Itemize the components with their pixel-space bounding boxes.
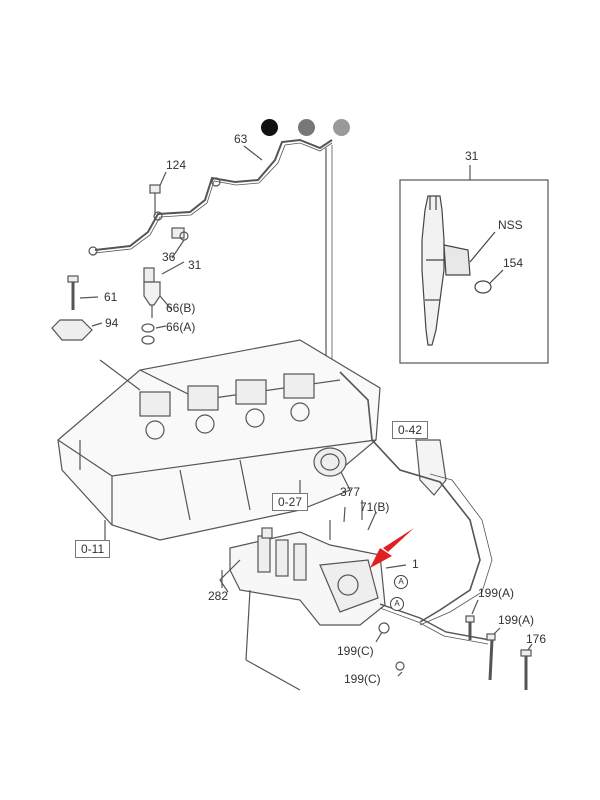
callout-71b: 71(B) (360, 500, 390, 514)
bracket-94-art (51, 319, 93, 341)
callout-154: 154 (503, 256, 524, 270)
inset-frame (399, 179, 549, 364)
cylinder-head-art (57, 339, 381, 541)
bolt-176-art (520, 649, 532, 690)
black-dot (261, 119, 278, 136)
callout-199c-2: 199(C) (344, 672, 381, 686)
injector-inset-art (421, 195, 504, 346)
ref-027: 0-27 (272, 493, 309, 511)
callout-31-inset: 31 (465, 149, 479, 163)
red-arrow (370, 528, 414, 568)
callout-1: 1 (412, 557, 419, 571)
callout-199a-2: 199(A) (498, 613, 535, 627)
callout-63: 63 (234, 132, 248, 146)
marker-a-2: A (390, 597, 404, 611)
bolt-124-art (149, 184, 161, 215)
callout-36: 36 (162, 250, 176, 264)
callout-61: 61 (104, 290, 118, 304)
callout-nss: NSS (498, 218, 523, 232)
clip-36-art (171, 227, 189, 241)
callout-176: 176 (526, 632, 547, 646)
ref-011: 0-11 (75, 540, 111, 558)
callout-282: 282 (208, 589, 229, 603)
stud-61-art (67, 275, 79, 310)
callout-66b: 66(B) (166, 301, 196, 315)
bolt-199a-art (465, 615, 475, 640)
marker-a-1: A (394, 575, 408, 589)
callout-377: 377 (340, 485, 361, 499)
callout-94: 94 (105, 316, 119, 330)
gray-dot (298, 119, 315, 136)
callout-199c-1: 199(C) (337, 644, 374, 658)
callout-31-left: 31 (188, 258, 202, 272)
light-gray-dot (333, 119, 350, 136)
return-line-art (339, 371, 481, 623)
ref-042: 0-42 (392, 421, 429, 439)
washer-199c-art (378, 622, 390, 634)
callout-199a-1: 199(A) (478, 586, 515, 600)
bolt-199a2-art (486, 633, 496, 681)
callout-66a: 66(A) (166, 320, 196, 334)
pipe-63-art (94, 138, 333, 251)
pipe-63-art-2 (94, 142, 333, 254)
supply-pump-art (219, 527, 386, 626)
bracket-042-art (415, 439, 447, 496)
callout-124: 124 (166, 158, 187, 172)
injector-31-art (141, 267, 161, 345)
